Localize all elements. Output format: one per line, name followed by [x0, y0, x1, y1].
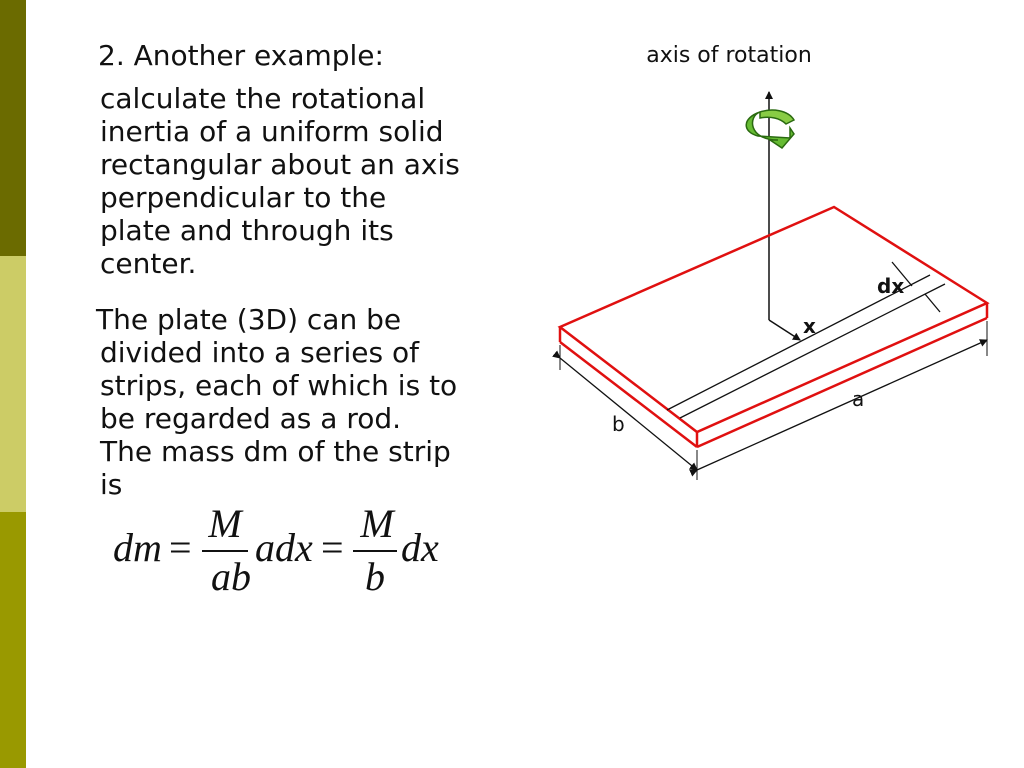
explanation-line: is: [100, 468, 123, 501]
side-bar-top: [0, 0, 26, 256]
plate-top-face: [557, 205, 990, 434]
statement-line: plate and through its: [100, 214, 394, 247]
x-label: x: [803, 314, 816, 338]
statement-line: perpendicular to the: [100, 181, 387, 214]
x-arrow: [768, 319, 801, 341]
eq-frac1-denominator: ab: [211, 554, 251, 599]
eq-frac2-denominator: b: [365, 554, 385, 599]
statement-line: center.: [100, 247, 197, 280]
eq-equals-2: =: [321, 525, 344, 570]
side-bar-bottom: [0, 512, 26, 768]
plate-bottom-edge-left: [559, 341, 698, 448]
eq-mid: adx: [255, 525, 313, 570]
dim-a-line: [688, 339, 988, 477]
problem-statement: calculate the rotational inertia of a un…: [100, 82, 550, 280]
side-bar-middle: [0, 256, 26, 512]
mass-equation: dm = M ab adx = M b dx: [113, 501, 439, 599]
plate-bottom-edge-right: [696, 316, 988, 449]
plate-diagram: axis of rotation dx x a b: [552, 43, 990, 480]
eq-equals-1: =: [169, 525, 192, 570]
eq-frac2-numerator: M: [359, 501, 396, 546]
statement-line: calculate the rotational: [100, 82, 426, 115]
axis-label: axis of rotation: [646, 43, 812, 68]
b-label: b: [612, 412, 625, 436]
side-color-bar: [0, 0, 26, 768]
explanation-line: strips, each of which is to: [100, 369, 458, 402]
a-label: a: [852, 387, 864, 411]
statement-line: rectangular about an axis: [100, 148, 460, 181]
statement-line: inertia of a uniform solid: [100, 115, 444, 148]
strip-line-2: [679, 283, 946, 419]
rotation-arrow-icon: [745, 109, 796, 149]
dx-tick-2: [924, 293, 941, 313]
explanation-paragraph: The plate (3D) can be divided into a ser…: [96, 303, 550, 501]
explanation-line: divided into a series of: [100, 336, 419, 369]
dx-label: dx: [877, 274, 904, 298]
dim-b-line: [552, 350, 698, 471]
eq-rhs: dx: [401, 525, 439, 570]
slide-heading: 2. Another example:: [98, 39, 384, 72]
explanation-line: The mass dm of the strip: [100, 435, 451, 468]
eq-frac1-numerator: M: [207, 501, 244, 546]
eq-lhs: dm: [113, 525, 162, 570]
explanation-line: be regarded as a rod.: [100, 402, 402, 435]
explanation-line: The plate (3D) can be: [96, 303, 402, 336]
dx-tick-1: [891, 261, 913, 287]
